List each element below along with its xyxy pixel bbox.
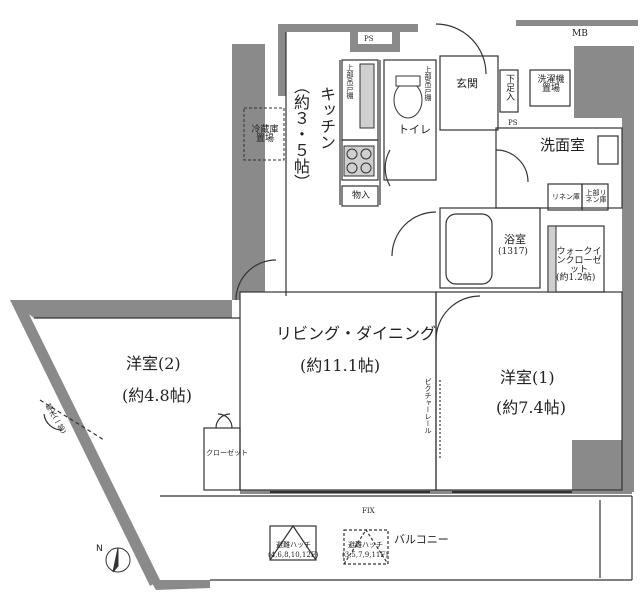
room1-label: 洋室(1) [500,368,555,387]
mb-label: MB [572,29,588,39]
room2-label: 洋室(2) [126,354,181,373]
north-label: N [96,544,103,554]
living-label: リビング・ダイニング [276,324,437,343]
north-arrow [105,547,131,573]
storage-label: 物入 [352,191,371,201]
closet-label: クローゼット [206,449,248,457]
upper-cabinet-kitchen: 上部吊戸棚 [346,64,354,99]
picture-rail-label: ピクチャーレール [424,378,432,434]
walls [10,20,638,590]
washer-label: 洗濯機置場 [537,75,565,94]
balcony-label: バルコニー [394,533,449,546]
entrance-label: 玄関 [456,77,478,90]
toilet-label: トイレ [398,123,431,136]
linen-label: リネン庫 [552,193,580,201]
ps-mid-label: PS [508,119,518,127]
upper-cabinet-toilet: 上部吊戸棚 [424,66,432,101]
washroom-label: 洗面室 [540,136,586,154]
living-size: (約11.1帖) [300,356,381,375]
kitchen-size: （約３・５帖） [291,78,310,190]
bath-size: (1317) [498,247,528,257]
bath-label: 浴室 [504,233,526,246]
kitchen-label: キッチン [317,86,336,150]
interior-lines [34,23,633,581]
shoe-box-label: 下足入 [504,74,514,101]
wic-label: ウォークインクローゼット [556,247,602,275]
wic-size: (約1.2帖) [556,273,596,283]
hatch2-floors: (3,5,7,9,11F) [342,551,388,559]
fridge-area [243,107,285,161]
room2-size: (約4.8帖) [122,386,192,405]
fix-label: FIX [362,507,375,515]
fridge-label: 冷蔵庫置場 [251,125,279,144]
fixtures [343,63,557,293]
hatch1-label: 避難ハッチ [276,541,311,549]
ps-top-label: PS [364,35,374,43]
upper-linen-label: 上部リネン庫 [585,189,607,204]
stove-burners [346,148,372,174]
hatch1-floors: (4,6,8,10,12F) [268,551,319,559]
room1-size: (約7.4帖) [496,398,566,417]
hatch2-label: 避難ハッチ [348,541,383,549]
